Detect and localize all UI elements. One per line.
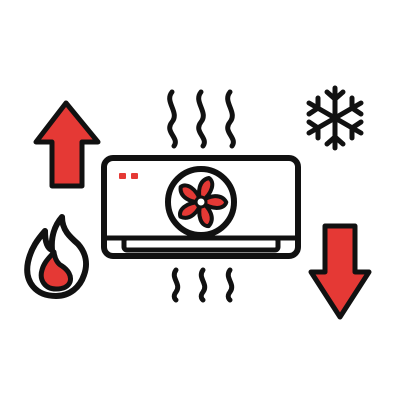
fan-icon <box>165 166 237 238</box>
heat-waves-icon <box>167 89 236 149</box>
indicator-light <box>119 173 126 179</box>
snowflake-icon <box>306 85 364 151</box>
indicator-light <box>131 173 138 179</box>
airflow-lines-icon <box>171 267 235 303</box>
down-arrow-icon <box>308 223 372 320</box>
flame-icon <box>24 214 89 299</box>
up-arrow-icon <box>33 100 101 189</box>
